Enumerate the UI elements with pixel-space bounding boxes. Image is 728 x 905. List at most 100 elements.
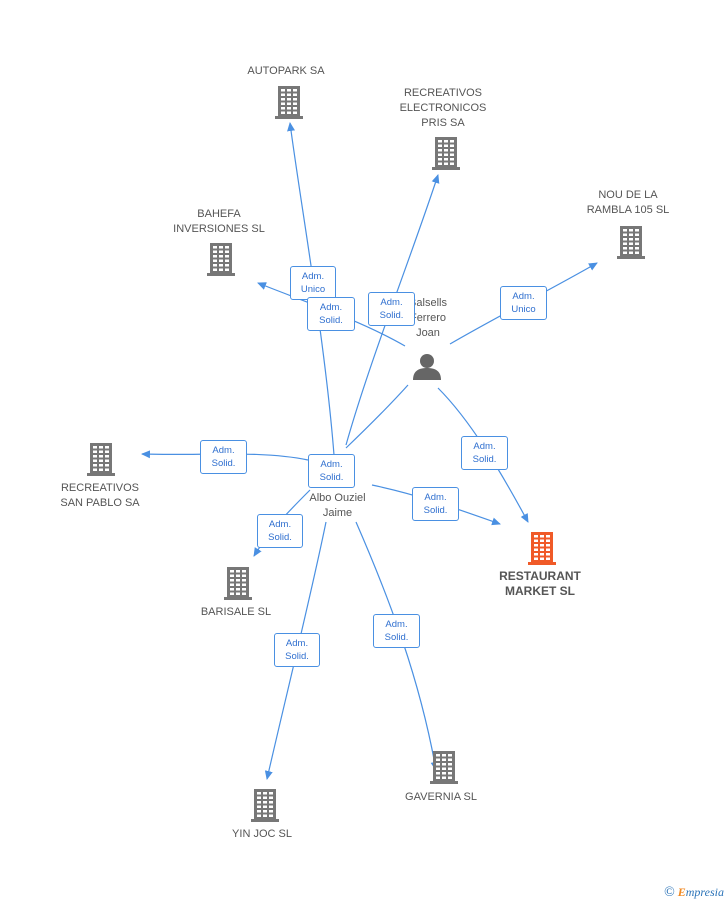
building-window xyxy=(105,455,109,458)
building-window xyxy=(629,229,633,232)
building-window xyxy=(444,149,448,152)
person-icon xyxy=(413,354,441,380)
edge-label-albo-barisale[interactable]: Adm. Solid. xyxy=(257,514,303,548)
building-window xyxy=(623,247,627,250)
building-window xyxy=(448,758,452,761)
building-window xyxy=(629,251,633,254)
building-window xyxy=(448,767,452,770)
building-window xyxy=(442,776,446,779)
building-window xyxy=(93,450,97,453)
label-gavernia: GAVERNIA SL xyxy=(405,791,477,803)
building-window xyxy=(269,810,273,813)
building-window xyxy=(219,246,223,249)
building-window xyxy=(269,792,273,795)
building-window xyxy=(225,259,229,262)
building-window xyxy=(287,93,291,96)
building-window xyxy=(281,93,285,96)
building-window xyxy=(635,242,639,245)
building-window xyxy=(230,570,234,573)
building-window xyxy=(450,158,454,161)
building-window xyxy=(257,796,261,799)
building-window xyxy=(242,570,246,573)
building-window xyxy=(438,144,442,147)
building-window xyxy=(540,539,544,542)
building-window xyxy=(293,93,297,96)
building-window xyxy=(635,247,639,250)
building-window xyxy=(213,268,217,271)
building-window xyxy=(99,455,103,458)
building-window xyxy=(438,149,442,152)
building-window xyxy=(444,162,448,165)
building-window xyxy=(230,592,234,595)
empresia-credit[interactable]: © Empresia xyxy=(664,885,724,901)
building-window xyxy=(448,754,452,757)
building-window xyxy=(219,268,223,271)
building-window xyxy=(293,98,297,101)
building-window xyxy=(436,776,440,779)
building-window xyxy=(444,140,448,143)
building-window xyxy=(293,102,297,105)
building-window xyxy=(105,450,109,453)
building-window xyxy=(448,772,452,775)
edge-label-albo-recreativos-san-pablo[interactable]: Adm. Solid. xyxy=(200,440,247,474)
building-window xyxy=(105,459,109,462)
label-restaurant: RESTAURANT MARKET SL xyxy=(499,569,581,598)
building-window xyxy=(442,758,446,761)
building-window xyxy=(263,814,267,817)
edge-label-albo-yin-joc[interactable]: Adm. Solid. xyxy=(274,633,320,667)
edge-label-albo-gavernia[interactable]: Adm. Solid. xyxy=(373,614,420,648)
edge-label-balsells-bahefa[interactable]: Adm. Solid. xyxy=(307,297,355,331)
building-window xyxy=(450,140,454,143)
building-window xyxy=(635,251,639,254)
building-window xyxy=(257,810,261,813)
building-window xyxy=(236,588,240,591)
copyright-symbol: © xyxy=(664,885,675,900)
edge-label-balsells-nou-rambla[interactable]: Adm. Unico xyxy=(500,286,547,320)
building-window xyxy=(213,246,217,249)
building-window xyxy=(546,557,550,560)
building-window xyxy=(269,801,273,804)
building-window xyxy=(93,464,97,467)
building-window xyxy=(219,264,223,267)
building-window xyxy=(99,468,103,471)
building-window xyxy=(225,264,229,267)
label-bahefa: BAHEFA INVERSIONES SL xyxy=(173,208,265,235)
building-window xyxy=(442,754,446,757)
edge-label-albo-autopark[interactable]: Adm. Unico xyxy=(290,266,336,300)
label-recreativos-san-pablo: RECREATIVOS SAN PABLO SA xyxy=(60,482,140,509)
building-window xyxy=(442,772,446,775)
building-window xyxy=(93,468,97,471)
building-window xyxy=(236,579,240,582)
building-window xyxy=(213,259,217,262)
building-window xyxy=(293,89,297,92)
edge-label-albo-recreativos-electronicos[interactable]: Adm. Solid. xyxy=(368,292,415,326)
building-window xyxy=(225,250,229,253)
building-window xyxy=(105,464,109,467)
building-window xyxy=(623,251,627,254)
building-window xyxy=(623,242,627,245)
building-window xyxy=(287,102,291,105)
building-window xyxy=(629,242,633,245)
brand-name: mpresia xyxy=(685,885,724,899)
building-window xyxy=(230,588,234,591)
building-window xyxy=(438,140,442,143)
edge-balsells-albo xyxy=(345,384,409,449)
building-window xyxy=(281,89,285,92)
building-window xyxy=(257,814,261,817)
edge-label-balsells-albo[interactable]: Adm. Solid. xyxy=(308,454,355,488)
building-window xyxy=(287,107,291,110)
edge-label-albo-restaurant[interactable]: Adm. Solid. xyxy=(412,487,459,521)
building-window xyxy=(236,574,240,577)
building-window xyxy=(534,539,538,542)
building-window xyxy=(444,158,448,161)
building-window xyxy=(540,535,544,538)
building-window xyxy=(263,810,267,813)
building-window xyxy=(635,238,639,241)
building-window xyxy=(442,767,446,770)
building-window xyxy=(263,805,267,808)
building-window xyxy=(438,153,442,156)
building-window xyxy=(225,246,229,249)
building-window xyxy=(442,763,446,766)
edge-label-balsells-restaurant[interactable]: Adm. Solid. xyxy=(461,436,508,470)
building-window xyxy=(257,801,261,804)
